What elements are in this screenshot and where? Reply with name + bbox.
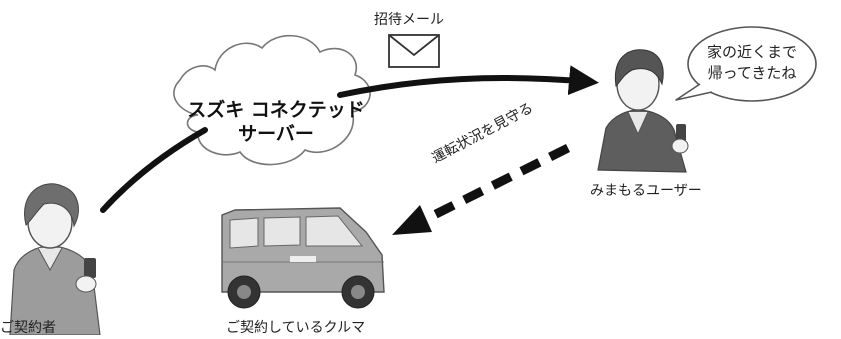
cloud-label: スズキ コネクテッド サーバー — [186, 98, 366, 146]
contractor-label: ご契約者 — [0, 320, 56, 336]
watcher-figure — [597, 49, 689, 173]
invite-arrow-right — [337, 65, 599, 98]
contractor-figure — [9, 183, 101, 336]
speech-bubble — [675, 26, 817, 102]
speech-bubble-text: 家の近くまで 帰ってきたね — [694, 42, 810, 84]
mail-envelope-icon — [388, 34, 440, 68]
mail-label: 招待メール — [374, 12, 444, 28]
cloud-label-line1: スズキ コネクテッド — [187, 99, 365, 121]
car-illustration — [221, 207, 385, 309]
invite-arrow-left — [100, 127, 208, 213]
monitor-arrow-head — [392, 205, 432, 235]
monitor-arrow — [417, 143, 571, 227]
cloud-label-line2: サーバー — [238, 123, 314, 145]
speech-line1: 家の近くまで — [706, 43, 797, 61]
car-label: ご契約しているクルマ — [226, 320, 366, 336]
cloud-icon — [173, 34, 371, 166]
speech-line2: 帰ってきたね — [707, 64, 797, 82]
watcher-label: みまもるユーザー — [590, 183, 702, 199]
